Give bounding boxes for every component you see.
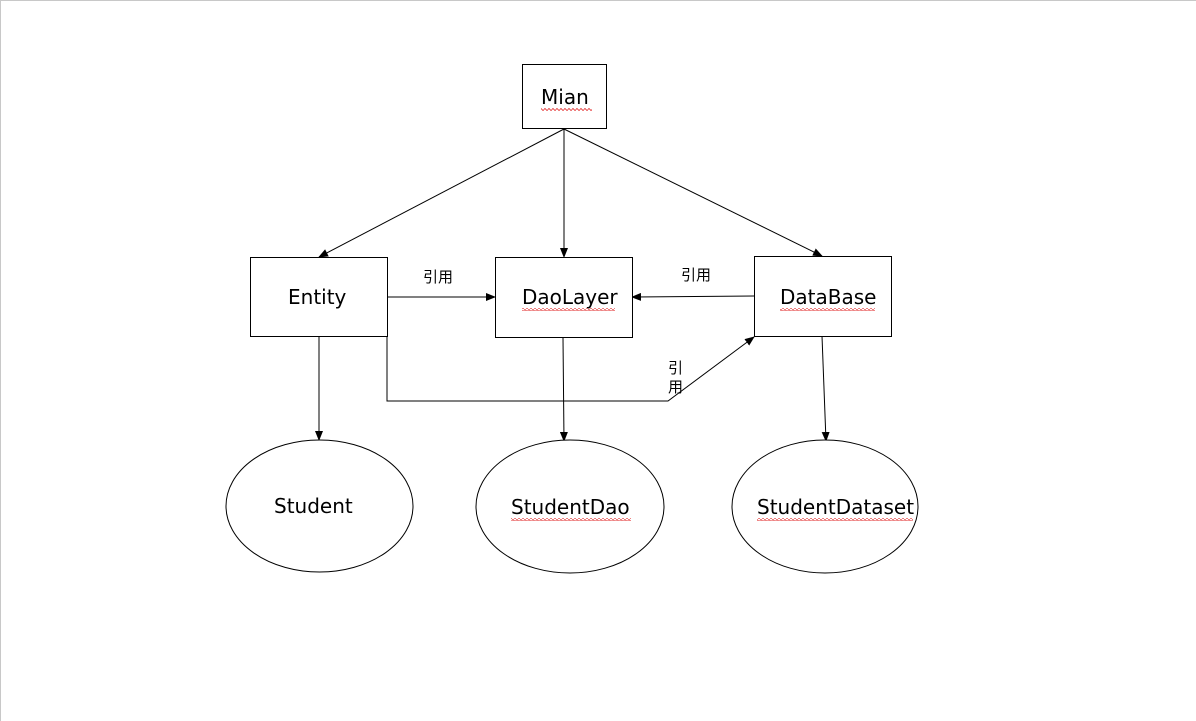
node-studentdataset: StudentDataset bbox=[731, 439, 919, 574]
edge-label-entity-daolayer: 引用 bbox=[423, 268, 453, 286]
edge-label-entity-database-line2: 用 bbox=[668, 378, 683, 396]
spellcheck-underline bbox=[522, 308, 615, 311]
spellcheck-underline bbox=[757, 518, 913, 521]
node-label-mian: Mian bbox=[541, 85, 589, 109]
node-label-studentdao: StudentDao bbox=[511, 495, 630, 519]
edge-database-studentdataset bbox=[821, 335, 830, 442]
node-daolayer: DaoLayer bbox=[495, 257, 633, 338]
spellcheck-underline bbox=[511, 518, 631, 521]
node-studentdao: StudentDao bbox=[475, 439, 665, 574]
edge-label-database-daolayer: 引用 bbox=[681, 266, 711, 284]
spellcheck-underline bbox=[541, 108, 592, 111]
edge-mian-entity bbox=[318, 128, 565, 258]
node-mian: Mian bbox=[522, 64, 607, 129]
node-label-database: DataBase bbox=[780, 285, 876, 309]
node-label-student: Student bbox=[274, 494, 353, 518]
node-student: Student bbox=[225, 439, 414, 573]
node-label-studentdataset: StudentDataset bbox=[757, 495, 914, 519]
node-entity: Entity bbox=[250, 257, 388, 337]
node-label-daolayer: DaoLayer bbox=[522, 285, 618, 309]
node-label-entity: Entity bbox=[288, 285, 347, 309]
edge-mian-database bbox=[563, 128, 823, 257]
node-database: DataBase bbox=[754, 256, 892, 337]
edge-database-daolayer bbox=[631, 292, 755, 301]
edge-label-entity-database-line1: 引 bbox=[668, 359, 683, 377]
edge-daolayer-studentdao bbox=[559, 337, 568, 442]
edge-entity-database bbox=[386, 336, 755, 402]
spellcheck-underline bbox=[780, 308, 875, 311]
